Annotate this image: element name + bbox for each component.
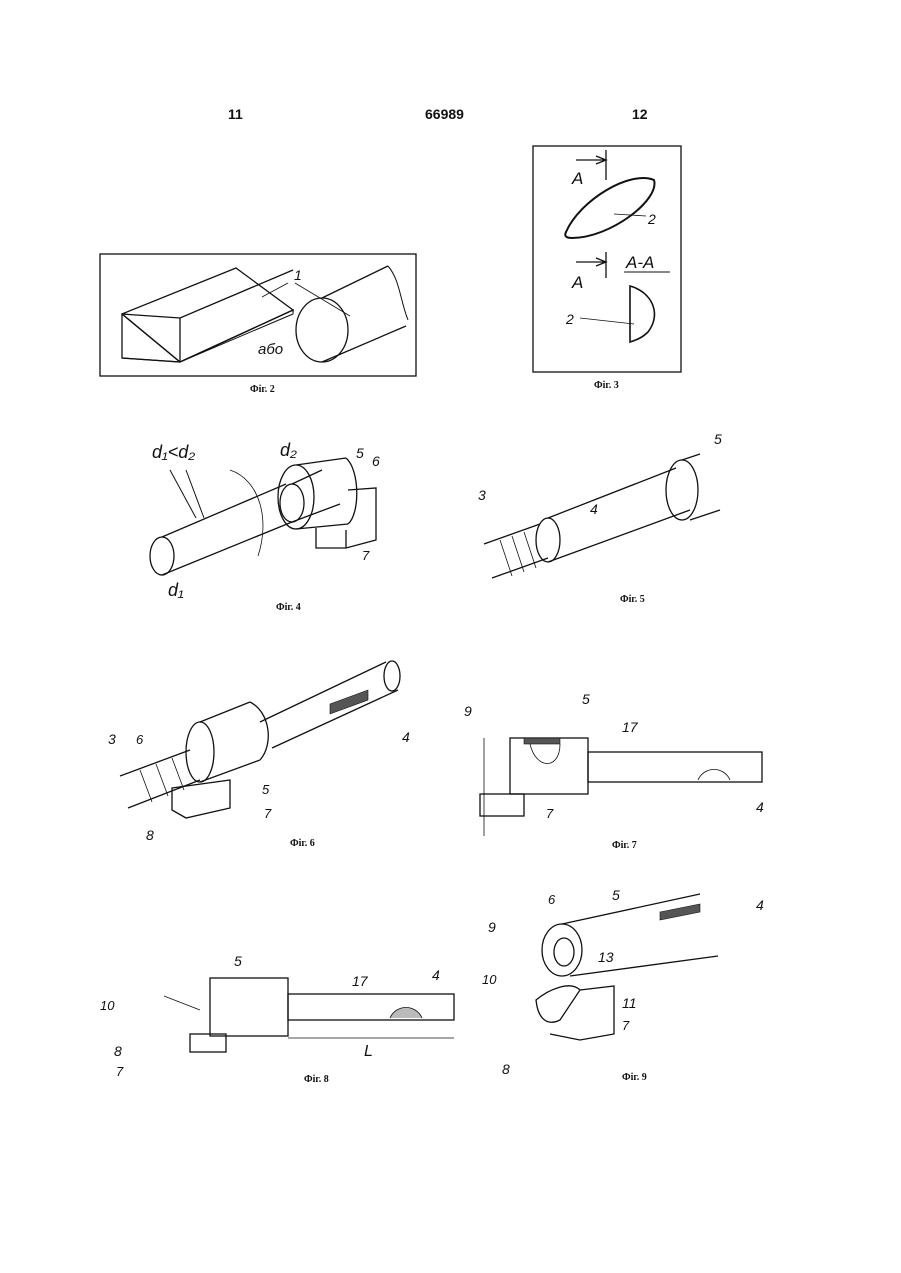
fig3-caption: Фіг. 3 xyxy=(594,380,619,391)
fig4-caption: Фіг. 4 xyxy=(276,602,301,613)
fig9-caption: Фіг. 9 xyxy=(622,1072,647,1083)
fig7-drawing xyxy=(480,738,762,836)
fig5-label-3: 3 xyxy=(478,487,486,503)
fig9-label-6: 6 xyxy=(548,892,556,907)
fig5-label-4: 4 xyxy=(590,501,598,517)
fig6-label-8: 8 xyxy=(146,827,154,843)
fig8-label-10: 10 xyxy=(100,998,115,1013)
fig4-label-5: 5 xyxy=(356,445,364,461)
fig2-label-1: 1 xyxy=(294,267,302,283)
fig7-label-17: 17 xyxy=(622,719,639,735)
fig4-label-7: 7 xyxy=(362,548,370,563)
fig7-label-5: 5 xyxy=(582,691,590,707)
fig8-label-7: 7 xyxy=(116,1064,124,1079)
fig6-label-7: 7 xyxy=(264,806,272,821)
fig3-drawing xyxy=(533,146,681,372)
fig8-caption: Фіг. 8 xyxy=(304,1074,329,1085)
fig7-caption: Фіг. 7 xyxy=(612,840,637,851)
fig9-label-10: 10 xyxy=(482,972,497,987)
fig4-label-d1: d₁ xyxy=(168,580,184,600)
fig8-label-5: 5 xyxy=(234,953,242,969)
fig8-label-L: L xyxy=(364,1043,373,1060)
fig2-label-abo: або xyxy=(258,341,283,358)
fig3-label-section: A-A xyxy=(625,253,654,272)
fig9-label-9: 9 xyxy=(488,919,496,935)
fig8-label-4: 4 xyxy=(432,967,440,983)
fig5-label-5: 5 xyxy=(714,431,722,447)
fig6-caption: Фіг. 6 xyxy=(290,838,315,849)
fig4-label-6: 6 xyxy=(372,453,380,469)
fig6-label-6: 6 xyxy=(136,732,144,747)
fig8-label-8: 8 xyxy=(114,1043,122,1059)
fig4-label-d2: d₂ xyxy=(280,440,297,460)
fig9-label-4: 4 xyxy=(756,897,764,913)
fig2-caption: Фіг. 2 xyxy=(250,384,275,395)
fig8-label-17: 17 xyxy=(352,973,369,989)
fig6-drawing xyxy=(120,661,400,818)
fig2-leader-lines xyxy=(262,283,350,316)
fig9-label-8: 8 xyxy=(502,1061,510,1077)
fig3-label-2a: 2 xyxy=(647,211,656,227)
fig7-label-9: 9 xyxy=(464,703,472,719)
fig6-label-3: 3 xyxy=(108,731,116,747)
fig4-label-d1d2: d₁<d₂ xyxy=(152,442,195,462)
fig6-label-5: 5 xyxy=(262,782,270,797)
fig6-label-4: 4 xyxy=(402,729,410,745)
fig5-drawing xyxy=(484,454,720,578)
fig3-label-A-top: A xyxy=(571,169,583,188)
fig9-label-13: 13 xyxy=(598,949,614,965)
fig8-drawing xyxy=(164,978,454,1052)
fig7-label-7: 7 xyxy=(546,806,554,821)
fig3-label-A-bottom: A xyxy=(571,273,583,292)
fig4-drawing xyxy=(150,458,376,575)
fig9-label-11: 11 xyxy=(622,995,637,1011)
fig3-label-2b: 2 xyxy=(565,311,574,327)
fig9-label-7: 7 xyxy=(622,1018,630,1033)
fig9-label-5: 5 xyxy=(612,887,620,903)
fig7-label-4: 4 xyxy=(756,799,764,815)
fig5-caption: Фіг. 5 xyxy=(620,594,645,605)
